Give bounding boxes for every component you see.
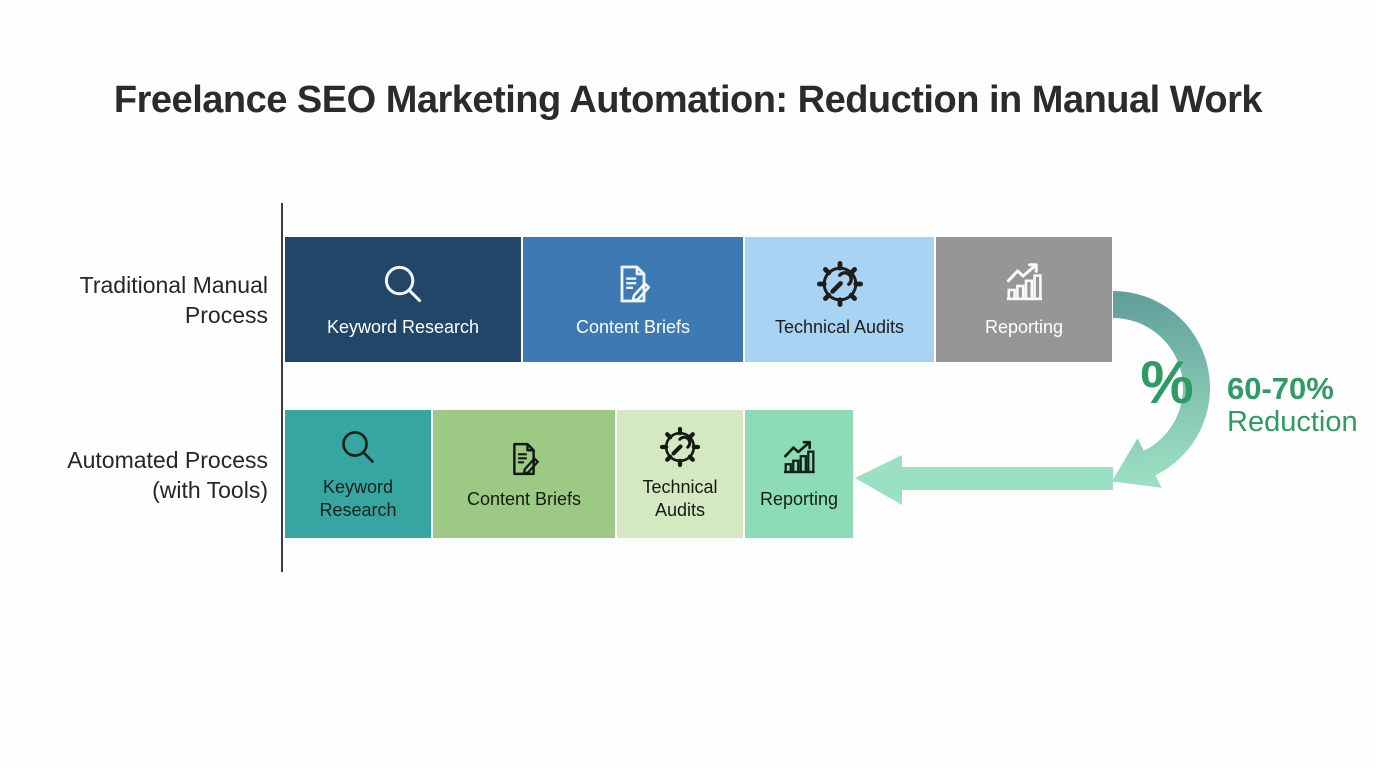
axis-line: [281, 203, 283, 572]
reduction-arrow: [855, 291, 1211, 505]
document-pencil-icon: [609, 260, 657, 308]
segment-label: Keyword Research: [319, 477, 397, 520]
search-icon: [379, 260, 427, 308]
segment-label: Reporting: [759, 488, 839, 509]
segment-keyword-research-automated: Keyword Research: [285, 410, 431, 538]
segment-reporting-manual: Reporting: [936, 237, 1112, 362]
search-icon: [337, 426, 379, 468]
segment-label: Technical Audits: [642, 477, 718, 520]
segment-content-briefs-manual: Content Briefs: [523, 237, 743, 362]
segment-technical-audits-automated: Technical Audits: [617, 410, 743, 538]
percent-symbol: %: [1140, 349, 1194, 416]
row-label-traditional: Traditional Manual Process: [79, 272, 268, 328]
segment-technical-audits-manual: Technical Audits: [745, 237, 934, 362]
row-label-automated: Automated Process (with Tools): [67, 447, 268, 503]
reduction-annotation: 60-70% Reduction: [1227, 371, 1358, 439]
left-arrow-shape: [855, 455, 1113, 505]
document-pencil-icon: [503, 438, 545, 480]
segment-label: Keyword Research: [326, 317, 480, 337]
curved-arrow-shape: [1111, 291, 1211, 488]
segment-label: Content Briefs: [466, 488, 582, 509]
page-title: Freelance SEO Marketing Automation: Redu…: [113, 79, 1263, 121]
segment-label: Content Briefs: [575, 317, 691, 337]
segment-reporting-automated: Reporting: [745, 410, 853, 538]
bar-automated-process: Keyword Research Content Briefs Technica…: [285, 410, 853, 538]
gear-wrench-icon: [659, 426, 701, 468]
segment-label: Technical Audits: [774, 317, 905, 337]
bar-chart-growth-icon: [778, 438, 820, 480]
segment-label: Reporting: [984, 317, 1064, 337]
segment-keyword-research-manual: Keyword Research: [285, 237, 521, 362]
bar-traditional-process: Keyword Research Content Briefs Technica…: [285, 237, 1112, 362]
reduction-value: 60-70%: [1227, 371, 1334, 406]
reduction-label: Reduction: [1227, 406, 1358, 438]
segment-content-briefs-automated: Content Briefs: [433, 410, 615, 538]
